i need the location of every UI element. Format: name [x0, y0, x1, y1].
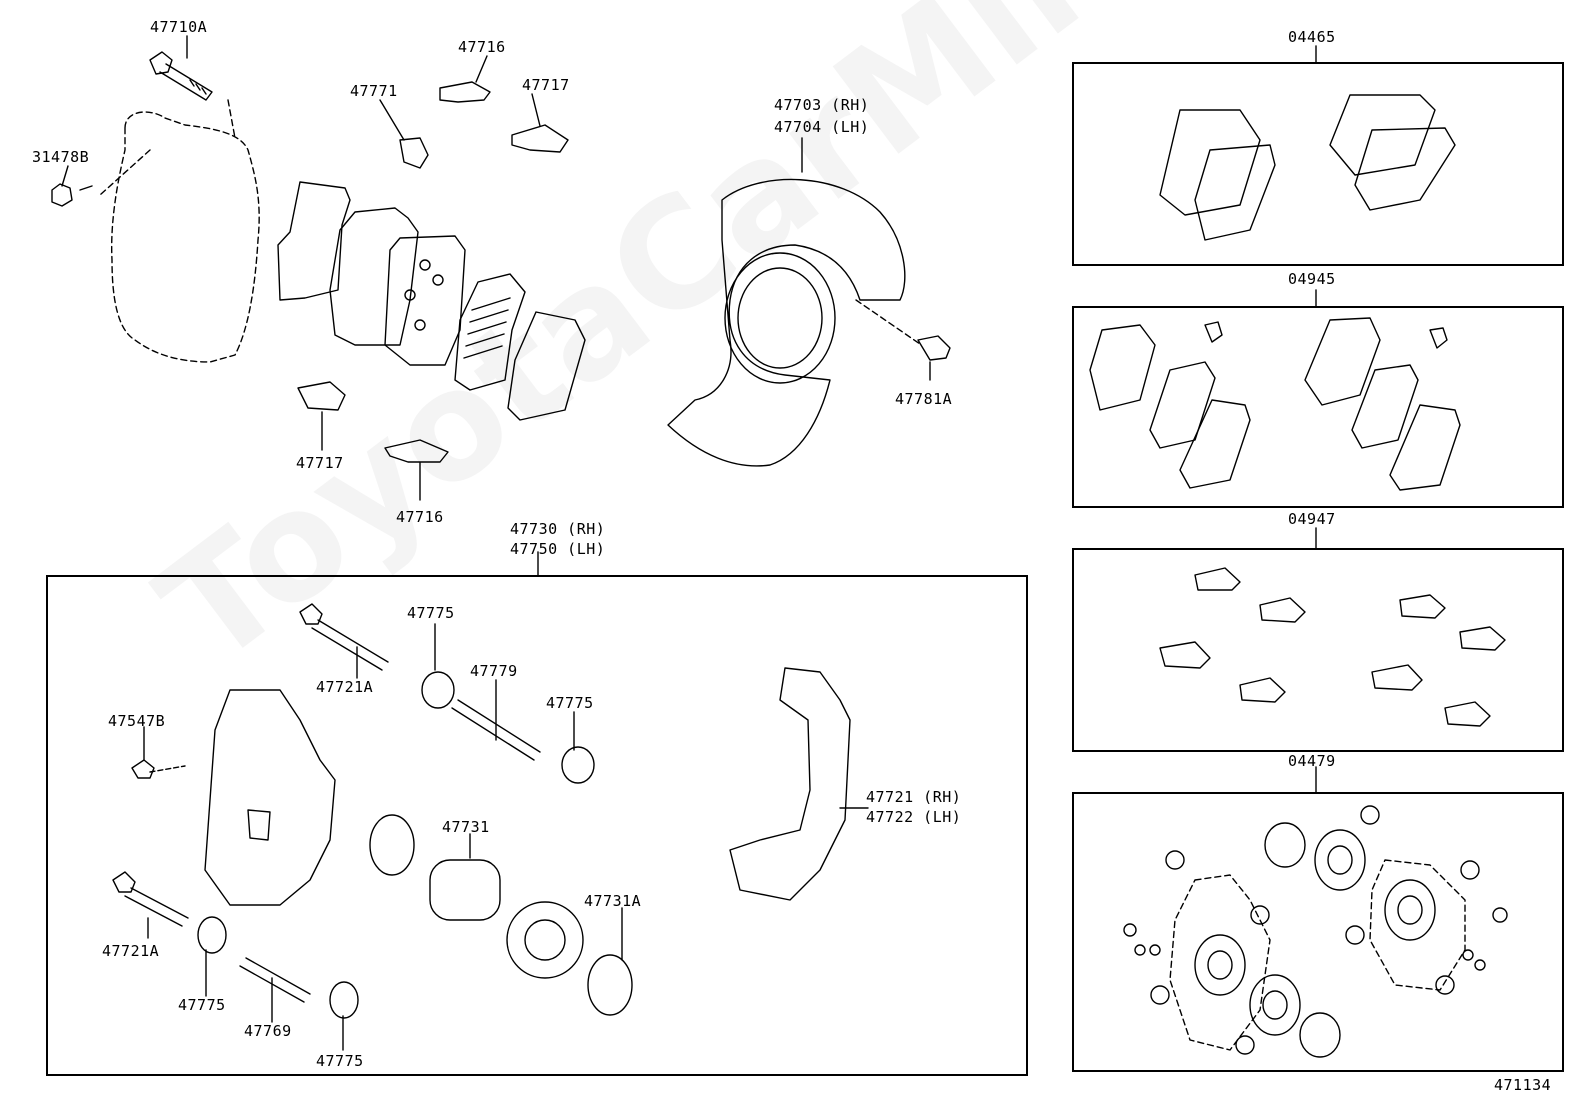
part-label-47771[interactable]: 47771: [350, 82, 398, 100]
part-label-47717-bottom[interactable]: 47717: [296, 454, 344, 472]
clip-47716-top: [440, 82, 490, 102]
caliper-assembly-box: [46, 575, 1028, 1076]
anti-squeal-shim-inner: [455, 274, 585, 420]
part-label-47775-b[interactable]: 47775: [546, 694, 594, 712]
kit-label-04479[interactable]: 04479: [1288, 752, 1336, 770]
guide-pin-47779: [422, 672, 594, 783]
clip-47716-bottom: [385, 440, 448, 462]
kit-04479-seals: [1124, 806, 1507, 1057]
diagram-number: 471134: [1494, 1076, 1552, 1094]
bolt-47721A-bottom: [113, 872, 188, 926]
kit-label-04465[interactable]: 04465: [1288, 28, 1336, 46]
brake-pad-outer: [330, 208, 465, 365]
bolt-47721A-top: [300, 604, 388, 670]
anti-squeal-shim-outer: [278, 182, 350, 300]
part-label-47716-bottom[interactable]: 47716: [396, 508, 444, 526]
kit-box-04465: [1072, 62, 1564, 266]
kit-04945-shims: [1090, 318, 1460, 490]
clip-47717-bottom: [298, 382, 345, 410]
part-label-47721A-bottom[interactable]: 47721A: [102, 942, 160, 960]
part-label-47750[interactable]: 47750 (LH): [510, 540, 606, 558]
part-label-47730[interactable]: 47730 (RH): [510, 520, 606, 538]
cylinder-47731: [370, 815, 632, 1015]
caliper-body-outline: [100, 100, 259, 362]
kit-box-04479: [1072, 792, 1564, 1072]
plug-31478B: [52, 184, 92, 206]
kit-box-04945: [1072, 306, 1564, 508]
part-label-47704[interactable]: 47704 (LH): [774, 118, 870, 136]
bleeder-47547B: [132, 760, 185, 778]
guide-pin-47769: [198, 917, 358, 1018]
kit-label-04947[interactable]: 04947: [1288, 510, 1336, 528]
part-label-47716-top[interactable]: 47716: [458, 38, 506, 56]
kit-label-04945[interactable]: 04945: [1288, 270, 1336, 288]
part-label-31478B[interactable]: 31478B: [32, 148, 90, 166]
part-label-47717-top[interactable]: 47717: [522, 76, 570, 94]
part-label-47775-c[interactable]: 47775: [178, 996, 226, 1014]
part-label-47710A[interactable]: 47710A: [150, 18, 208, 36]
part-label-47775-d[interactable]: 47775: [316, 1052, 364, 1070]
part-label-47769[interactable]: 47769: [244, 1022, 292, 1040]
bolt-47781A: [856, 300, 950, 360]
part-label-47722[interactable]: 47722 (LH): [866, 808, 962, 826]
clip-47717-top: [512, 125, 568, 152]
mounting-bracket-47721: [730, 668, 850, 900]
leader-lines: [62, 36, 1316, 1050]
caliper-main-body: [205, 690, 335, 905]
part-label-47547B[interactable]: 47547B: [108, 712, 166, 730]
disc-brake-dust-cover: [668, 179, 905, 465]
clip-47771: [400, 138, 428, 168]
part-label-47703[interactable]: 47703 (RH): [774, 96, 870, 114]
part-label-47721[interactable]: 47721 (RH): [866, 788, 962, 806]
kit-04465-pads: [1160, 95, 1455, 240]
part-label-47779[interactable]: 47779: [470, 662, 518, 680]
bolt-47710A: [150, 52, 212, 100]
part-label-47731[interactable]: 47731: [442, 818, 490, 836]
part-label-47775-a[interactable]: 47775: [407, 604, 455, 622]
kit-box-04947: [1072, 548, 1564, 752]
part-label-47721A-top[interactable]: 47721A: [316, 678, 374, 696]
part-label-47731A[interactable]: 47731A: [584, 892, 642, 910]
kit-04947-clips: [1160, 568, 1505, 726]
part-label-47781A[interactable]: 47781A: [895, 390, 953, 408]
